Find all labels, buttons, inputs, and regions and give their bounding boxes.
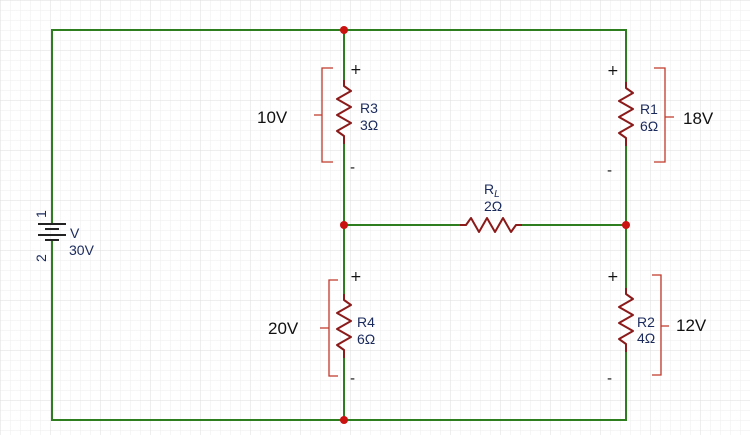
- resistor-rl-zigzag: [460, 217, 522, 233]
- resistor-r3-value: 3Ω: [360, 117, 378, 133]
- resistor-r4-zigzag: [336, 294, 352, 358]
- resistor-rl: RL 2Ω: [460, 181, 522, 233]
- polarity-minus-r1: -: [607, 163, 612, 179]
- battery-pin-1: 1: [33, 210, 49, 218]
- resistor-r1-name: R1: [640, 101, 658, 117]
- battery-pin-2: 2: [33, 254, 49, 262]
- polarity-plus-r1: +: [607, 63, 619, 79]
- junction-nodes: [340, 26, 630, 424]
- resistor-r3-name: R3: [360, 100, 378, 116]
- polarity-minus-r2: -: [607, 371, 612, 387]
- bracket-r3: [314, 67, 333, 163]
- bracket-r1: [654, 67, 674, 163]
- battery-name: V: [70, 225, 80, 241]
- polarity-minus-r3: -: [350, 160, 355, 176]
- bracket-r4: [320, 279, 338, 377]
- battery-value: 30V: [69, 242, 95, 258]
- polarity-plus-r3: +: [350, 62, 362, 78]
- polarity-plus-r2: +: [607, 269, 619, 285]
- voltage-label-r3: 10V: [257, 108, 288, 127]
- resistor-rl-name-subscript: L: [494, 189, 500, 200]
- resistor-rl-name: RL: [484, 181, 500, 200]
- resistor-rl-name-main: R: [484, 181, 494, 197]
- resistor-r1-zigzag: [618, 82, 634, 146]
- resistor-r2-name: R2: [637, 314, 655, 330]
- resistor-r3: R3 3Ω + - 10V: [257, 62, 378, 176]
- polarity-minus-r4: -: [350, 371, 355, 387]
- polarity-plus-r4: +: [350, 269, 362, 285]
- voltage-label-r4: 20V: [268, 319, 299, 338]
- resistor-r4-name: R4: [357, 314, 375, 330]
- resistor-r3-zigzag: [336, 80, 352, 144]
- voltage-label-r1: 18V: [683, 109, 714, 128]
- node-center-right: [622, 221, 630, 229]
- bracket-r2: [652, 274, 669, 376]
- wires: [51, 29, 627, 421]
- node-center-middle: [340, 221, 348, 229]
- resistor-r2-value: 4Ω: [637, 330, 655, 346]
- resistor-r4: R4 6Ω + - 20V: [268, 269, 375, 387]
- voltage-label-r2: 12V: [676, 316, 707, 335]
- resistor-r2: R2 4Ω + - 12V: [607, 269, 707, 387]
- node-bottom-middle: [340, 416, 348, 424]
- resistor-rl-value: 2Ω: [484, 198, 502, 214]
- battery-symbol: 1 2 V 30V: [33, 210, 95, 262]
- resistor-r2-zigzag: [618, 288, 634, 352]
- resistor-r1: R1 6Ω + - 18V: [607, 63, 714, 179]
- resistor-r4-value: 6Ω: [357, 331, 375, 347]
- node-top-middle: [340, 26, 348, 34]
- resistor-r1-value: 6Ω: [640, 118, 658, 134]
